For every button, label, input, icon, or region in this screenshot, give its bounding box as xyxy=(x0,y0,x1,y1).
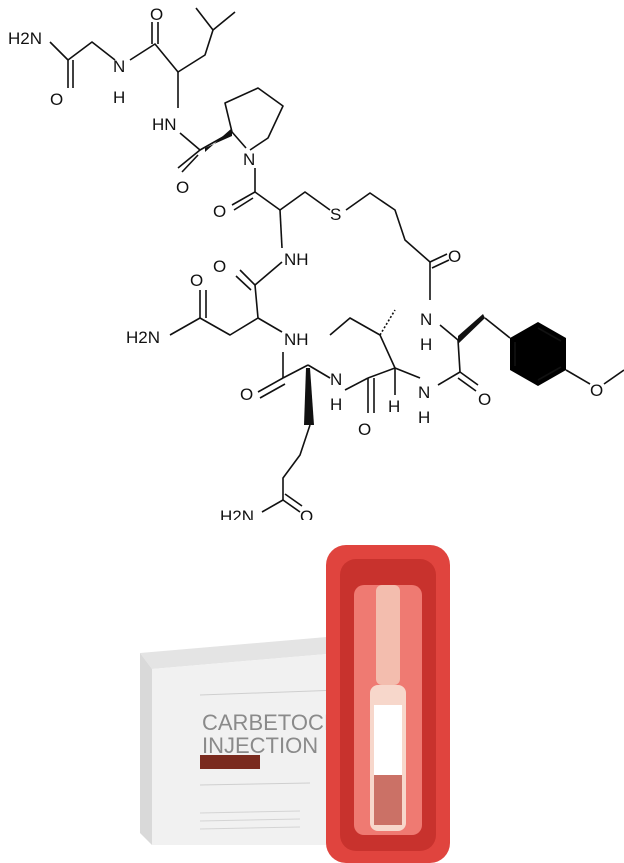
atom-label: O xyxy=(358,420,371,439)
atom-label: NH xyxy=(284,330,309,349)
carbetocin-product-photo: CARBETOCIN INJECTION xyxy=(140,545,450,863)
strength-band xyxy=(200,755,260,769)
brand-line-2: INJECTION xyxy=(202,733,318,758)
atom-label: H xyxy=(388,397,400,416)
atom-label: O xyxy=(300,507,313,520)
atom-label: H xyxy=(330,395,342,414)
atom-label: N xyxy=(113,57,125,76)
cystine-bridge-segment: O S NH O xyxy=(213,191,461,300)
atom-label: O xyxy=(190,271,203,290)
ampoule-tray xyxy=(326,545,450,863)
atom-label: O xyxy=(590,381,603,400)
atom-label: O xyxy=(176,178,189,197)
atom-label: O xyxy=(213,202,226,221)
atom-label: H2N xyxy=(220,507,254,520)
atom-label: O xyxy=(150,5,163,24)
glutamine-segment: O N H H2N O xyxy=(220,352,342,520)
ampoule-label xyxy=(374,705,402,775)
ampoule-neck xyxy=(376,585,400,685)
proline-segment: O N xyxy=(176,87,284,197)
atom-label: O xyxy=(478,390,491,409)
atom-label: H2N xyxy=(8,29,42,48)
atom-label: H xyxy=(420,335,432,354)
atom-label: H2N xyxy=(126,328,160,347)
atom-label: N xyxy=(330,370,342,389)
glycinamide-segment: H2N O N H xyxy=(8,29,125,109)
atom-label: HN xyxy=(152,115,177,134)
atom-label: O xyxy=(448,247,461,266)
atom-label: N xyxy=(243,150,255,169)
atom-label: N xyxy=(418,383,430,402)
isoleucine-segment: O H N H xyxy=(329,309,430,439)
o-methyltyrosine-segment: O N H O xyxy=(420,310,624,409)
carbetocin-structure: H2N O N H O HN O N O S xyxy=(8,5,624,520)
leucine-segment: O HN xyxy=(129,5,236,134)
brand-line-1: CARBETOCIN xyxy=(202,710,346,735)
atom-label: H xyxy=(113,88,125,107)
atom-label: O xyxy=(50,90,63,109)
atom-label: S xyxy=(330,205,341,224)
atom-label: O xyxy=(213,257,226,276)
atom-label: O xyxy=(240,385,253,404)
medicine-box: CARBETOCIN INJECTION xyxy=(140,635,362,845)
atom-label: H xyxy=(418,408,430,427)
asparagine-segment: O O H2N NH xyxy=(126,257,309,349)
atom-label: NH xyxy=(284,250,309,269)
atom-label: N xyxy=(420,310,432,329)
